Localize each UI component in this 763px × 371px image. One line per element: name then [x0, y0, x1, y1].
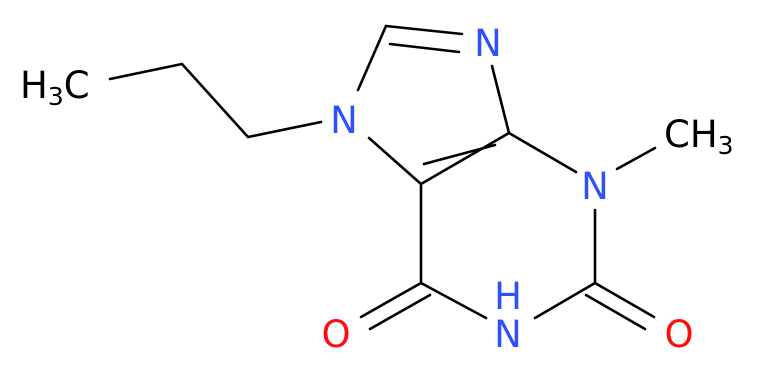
bond-c4-c5-b [422, 143, 497, 166]
label-n3: N [494, 313, 522, 356]
label-n1-ch3-sub: 3 [718, 131, 734, 160]
label-n3-h: H [494, 275, 522, 318]
bond-c2-o2-b [584, 293, 647, 331]
label-propyl-ch3-c: C [64, 64, 90, 107]
label-o2: O [664, 313, 693, 356]
bond-c8-n9-b [388, 42, 461, 54]
bond-ch2-n7 [246, 120, 323, 139]
bond-c2-n3 [533, 281, 597, 320]
bond-ch3-ch2 [108, 62, 184, 81]
label-propyl-ch3-h: H [20, 64, 48, 107]
label-o6: O [321, 313, 350, 356]
bond-n3-c6 [419, 281, 488, 320]
label-propyl-ch3-sub: 3 [48, 82, 64, 111]
bond-c2-o2-a [593, 281, 656, 319]
atom-labels: H3C N N CH3 N H N O O [20, 22, 734, 356]
bond-c4-n1 [507, 131, 578, 174]
bond-n7-c8 [356, 24, 388, 92]
bond-n1-ch3 [615, 146, 657, 171]
bond-c8-n9-a [384, 24, 464, 36]
label-n1-ch3-ch: CH [664, 113, 718, 156]
label-n1: N [581, 165, 609, 208]
bond-c6-o6-a [359, 281, 423, 319]
label-n9: N [474, 22, 502, 65]
bond-ch2-ch2 [180, 62, 250, 139]
bond-n9-c4 [490, 64, 511, 135]
label-propyl-ch3: H3C [20, 64, 90, 111]
bond-c4-c5-a [419, 131, 511, 186]
bond-c5-n7 [367, 136, 423, 186]
label-n1-ch3: CH3 [664, 113, 734, 160]
label-n7: N [330, 99, 358, 142]
bond-c6-o6-b [368, 293, 432, 331]
bonds [108, 24, 657, 331]
